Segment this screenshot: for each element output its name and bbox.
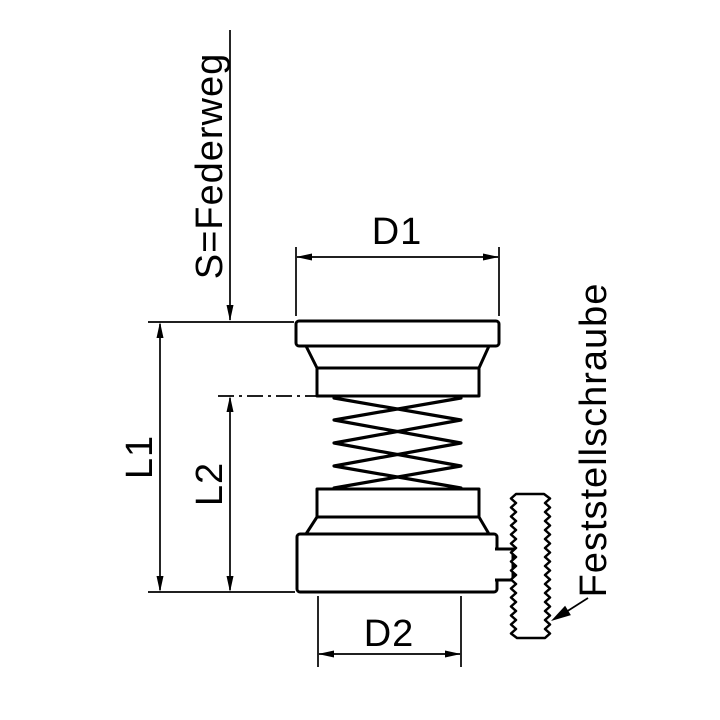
- body-outline: [294, 319, 552, 640]
- arrowheads: [156, 253, 571, 658]
- top-taper: [304, 344, 491, 370]
- label-d2: D2: [364, 613, 415, 655]
- base-body: [295, 532, 499, 594]
- label-d1: D1: [372, 211, 423, 253]
- dimension-labels: S=Federweg D1 L1 L2 D2 Feststellschraube: [119, 53, 615, 655]
- label-locking-screw: Feststellschraube: [573, 283, 615, 598]
- arrow-d2-right: [445, 650, 461, 658]
- knurled-screw-knob: [509, 492, 552, 640]
- lower-spring-seat: [315, 487, 481, 519]
- arrow-d1-right: [483, 253, 499, 261]
- label-l1: L1: [119, 435, 161, 479]
- arrow-l2-down: [226, 576, 234, 592]
- label-l2: L2: [189, 462, 231, 506]
- arrow-l1-down: [156, 576, 164, 592]
- arrow-d2-left: [318, 650, 334, 658]
- screw-stub: [495, 547, 515, 582]
- dimension-lines: [148, 30, 589, 667]
- spring-front-line: [332, 396, 463, 490]
- upper-spring-seat: [315, 366, 481, 398]
- arrow-l2-up: [226, 396, 234, 412]
- spring-back-line: [332, 396, 463, 490]
- arrow-s-down: [226, 305, 234, 321]
- label-spring-travel: S=Federweg: [189, 53, 231, 280]
- bottom-taper: [304, 515, 491, 536]
- spring-coil: [332, 396, 463, 490]
- arrow-d1-left: [296, 253, 312, 261]
- arrow-leader-screw: [551, 605, 571, 621]
- leader-locking-screw: [565, 597, 589, 613]
- top-plate: [294, 319, 501, 348]
- arrow-l1-up: [156, 322, 164, 338]
